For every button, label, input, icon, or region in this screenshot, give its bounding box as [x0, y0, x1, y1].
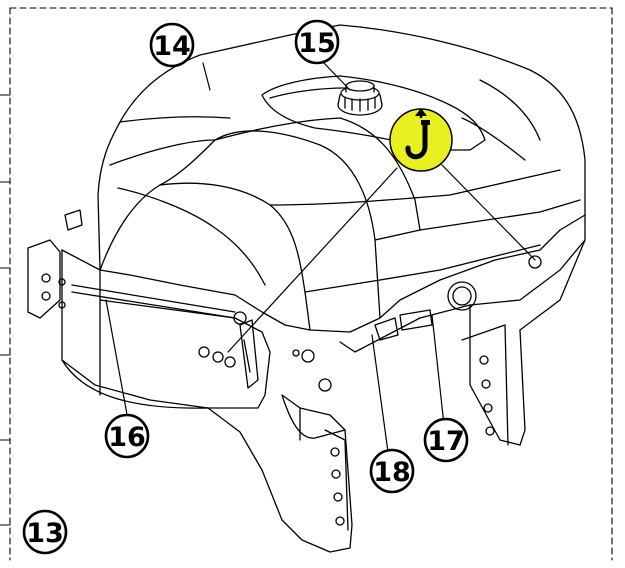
callout-13-label: 13	[26, 518, 64, 549]
reservoir-tank	[97, 24, 586, 333]
page-frame	[9, 7, 613, 561]
left-margin-ticks	[0, 94, 11, 526]
support-bracket	[27, 209, 586, 553]
callout-18-label: 18	[373, 457, 411, 488]
filler-cap	[337, 80, 383, 116]
callout-13: 13	[22, 509, 68, 555]
callout-15: 15	[294, 19, 340, 65]
callout-16-label: 16	[108, 422, 146, 453]
callout-14: 14	[149, 22, 195, 68]
leader-lines	[105, 59, 536, 453]
callout-17: 17	[423, 417, 469, 463]
callout-17-label: 17	[427, 426, 465, 457]
callout-18: 18	[369, 448, 415, 494]
callout-15-label: 15	[298, 28, 336, 59]
callout-16: 16	[104, 413, 150, 459]
lifting-hook-icon	[389, 108, 453, 172]
callout-14-label: 14	[153, 31, 191, 62]
